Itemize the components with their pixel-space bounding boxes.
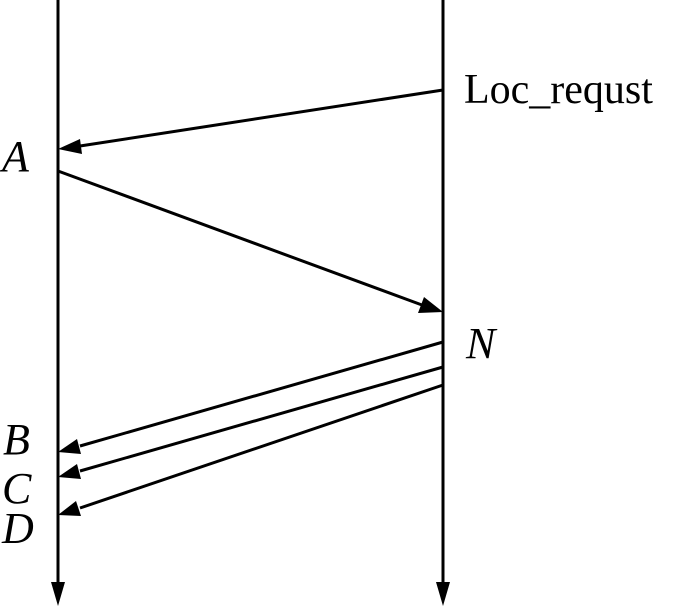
point-label-b: B xyxy=(3,415,30,464)
message-arrowhead-to-b xyxy=(58,439,81,454)
message-arrow-to-b xyxy=(79,340,444,448)
message-arrowhead-a-to-n xyxy=(418,297,443,313)
point-label-c: C xyxy=(2,464,32,513)
message-arrow-to-c xyxy=(79,365,444,473)
message-arrow-loc-request xyxy=(79,88,444,148)
right-lifeline-arrowhead xyxy=(436,582,450,606)
point-label-d: D xyxy=(1,504,34,553)
message-arrowhead-to-c xyxy=(58,464,81,479)
point-label-a: A xyxy=(0,132,30,181)
message-label: Loc_requst xyxy=(464,67,653,113)
left-lifeline-arrowhead xyxy=(51,582,65,606)
point-label-n: N xyxy=(465,319,498,368)
message-arrowhead-to-d xyxy=(58,501,81,516)
message-arrowhead-loc-request xyxy=(58,139,82,154)
message-arrow-a-to-n xyxy=(57,169,423,307)
message-arrow-to-d xyxy=(79,383,444,510)
